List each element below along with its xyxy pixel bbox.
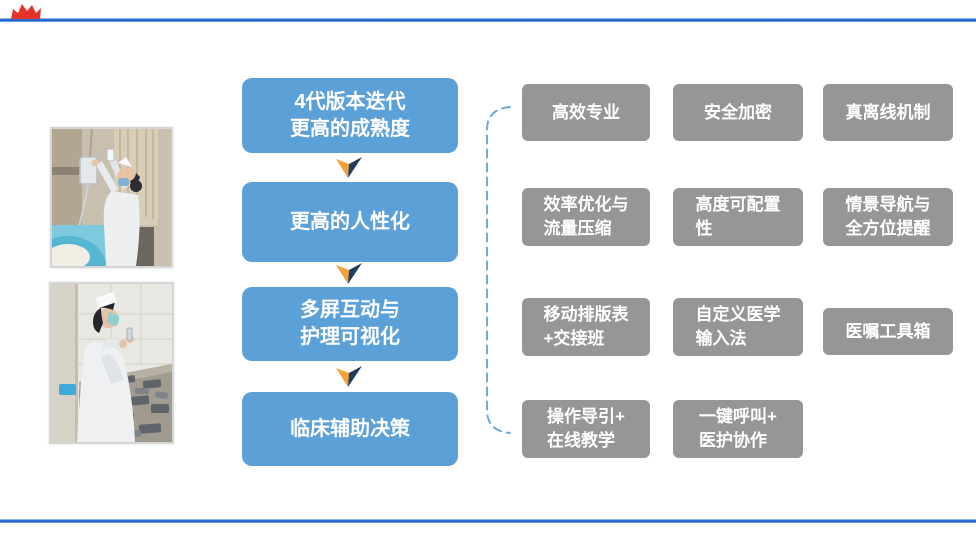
feature-box-encryption: 安全加密 [673, 84, 803, 141]
chevron-down-arrow-icon [335, 263, 363, 285]
feature-label: 一键呼叫+ 医护协作 [699, 407, 777, 450]
flow-step-label: 4代版本迭代 更高的成熟度 [290, 90, 410, 140]
feature-box-offline: 真离线机制 [823, 84, 953, 141]
flow-step-label: 更高的人性化 [290, 210, 410, 233]
feature-label: 操作导引+ 在线教学 [547, 407, 625, 450]
feature-box-order-toolbox: 医嘱工具箱 [823, 308, 953, 355]
nurse-iv-photo-image [52, 129, 171, 266]
red-decoration [10, 3, 42, 19]
feature-box-medical-input: 自定义医学 输入法 [673, 298, 803, 356]
feature-box-one-key-call: 一键呼叫+ 医护协作 [673, 400, 803, 458]
feature-label: 真离线机制 [845, 102, 931, 122]
feature-label: 自定义医学 输入法 [695, 305, 781, 348]
feature-label: 效率优化与 流量压缩 [543, 195, 629, 238]
nurse-medication-photo-image [51, 284, 172, 442]
dashed-bracket-connector [478, 100, 518, 440]
top-divider-line [0, 18, 976, 22]
feature-label: 情景导航与 全方位提醒 [845, 195, 931, 238]
feature-box-configurable: 高度可配置 性 [673, 188, 803, 246]
feature-box-efficient: 高效专业 [522, 84, 650, 141]
bottom-divider-line [0, 519, 976, 523]
flow-step-humanization: 更高的人性化 [242, 182, 458, 262]
feature-box-optimization: 效率优化与 流量压缩 [522, 188, 650, 246]
feature-label: 高度可配置 性 [695, 195, 781, 238]
photo-nurse-adjusting-iv [50, 127, 173, 268]
feature-label: 安全加密 [704, 102, 772, 122]
feature-label: 高效专业 [552, 102, 620, 122]
chevron-down-arrow-icon [335, 366, 363, 388]
feature-box-mobile-schedule: 移动排版表 +交接班 [522, 298, 650, 356]
feature-box-navigation: 情景导航与 全方位提醒 [823, 188, 953, 246]
flow-step-label: 多屏互动与 护理可视化 [300, 299, 400, 348]
feature-label: 医嘱工具箱 [845, 321, 931, 341]
red-decoration-shape [11, 4, 41, 19]
feature-box-guidance: 操作导引+ 在线教学 [522, 400, 650, 458]
photo-nurse-preparing-medication [49, 282, 174, 444]
chevron-down-arrow-icon [335, 157, 363, 179]
feature-label: 移动排版表 +交接班 [543, 305, 629, 348]
flow-step-version-iteration: 4代版本迭代 更高的成熟度 [242, 78, 458, 153]
flow-step-label: 临床辅助决策 [290, 417, 410, 440]
flow-step-clinical-decision: 临床辅助决策 [242, 392, 458, 466]
flow-step-multiscreen: 多屏互动与 护理可视化 [242, 287, 458, 361]
